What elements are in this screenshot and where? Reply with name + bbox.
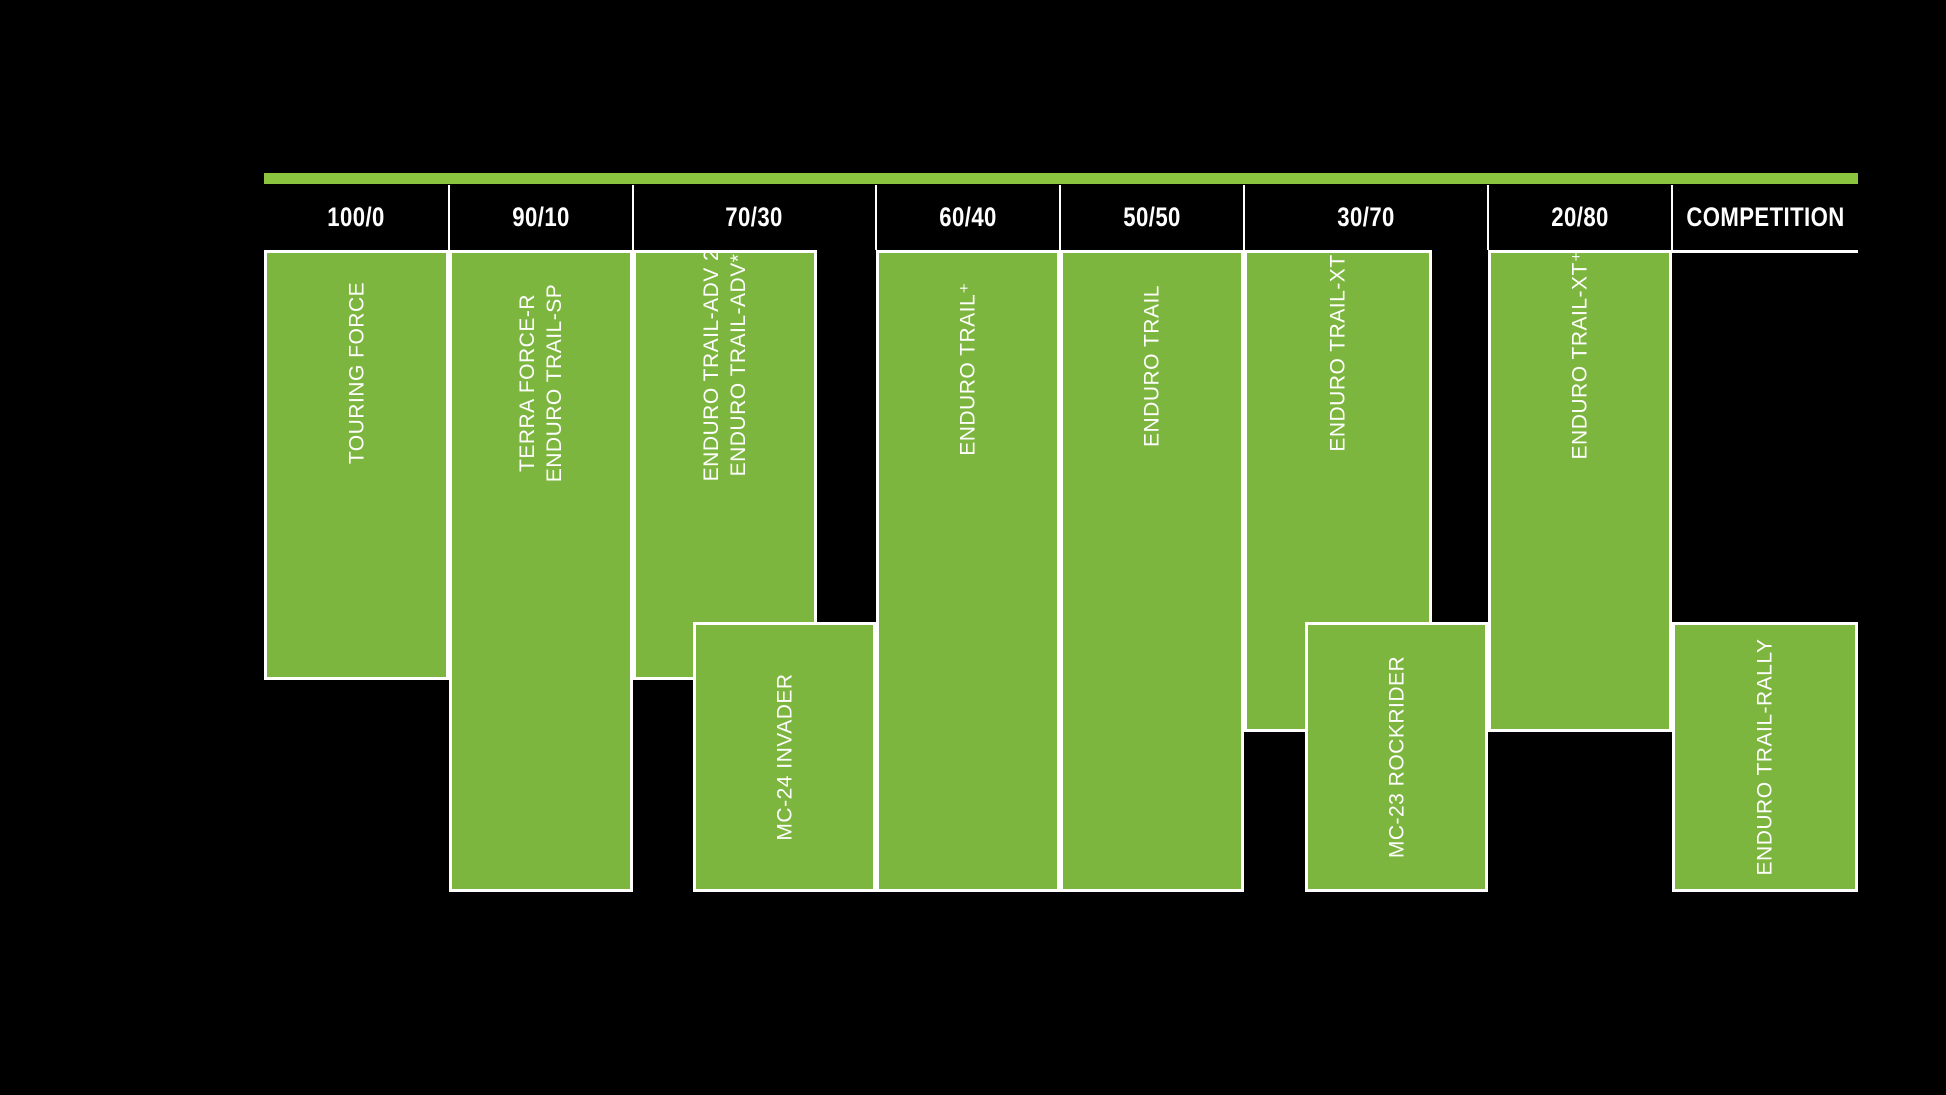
header-divider <box>875 185 877 250</box>
block-label: MC-23 ROCKRIDER <box>1385 655 1408 859</box>
block-mc-23-rockrider: MC-23 ROCKRIDER <box>1305 622 1488 892</box>
column-header-50-50: 50/50 <box>1123 201 1181 232</box>
header-divider <box>1487 185 1489 250</box>
column-header-90-10: 90/10 <box>512 201 570 232</box>
block-label: TERRA FORCE-R ENDURO TRAIL-SP <box>516 283 566 483</box>
block-enduro-trail-plus: ENDURO TRAIL⁺ <box>876 250 1060 892</box>
block-enduro-trail-adv: ENDURO TRAIL-ADV 2 ENDURO TRAIL-ADV* <box>633 248 817 624</box>
block-enduro-trail-adv-foot <box>633 624 693 680</box>
block-enduro-trail-rally: ENDURO TRAIL-RALLY <box>1672 622 1858 892</box>
column-header-20-80: 20/80 <box>1551 201 1609 232</box>
block-label: ENDURO TRAIL-XT⁺ <box>1568 250 1592 460</box>
block-label: ENDURO TRAIL <box>1140 285 1164 447</box>
header-divider <box>1059 185 1061 250</box>
block-label: ENDURO TRAIL⁺ <box>956 282 980 456</box>
block-touring-force: TOURING FORCE <box>264 250 449 680</box>
chart-top-bar <box>264 173 1858 184</box>
block-enduro-trail: ENDURO TRAIL <box>1060 250 1244 892</box>
block-enduro-trail-xt-plus: ENDURO TRAIL-XT⁺ <box>1488 250 1672 732</box>
block-label: ENDURO TRAIL-XT <box>1326 254 1350 452</box>
block-terra-force-r: TERRA FORCE-R ENDURO TRAIL-SP <box>449 250 633 892</box>
header-divider <box>632 185 634 250</box>
column-header-competition: COMPETITION <box>1685 201 1845 232</box>
competition-top-line <box>1672 250 1858 253</box>
block-label: TOURING FORCE <box>345 281 368 465</box>
header-divider <box>1671 185 1673 250</box>
block-mc-24-invader: MC-24 INVADER <box>693 622 876 892</box>
header-divider <box>1243 185 1245 250</box>
column-header-60-40: 60/40 <box>939 201 997 232</box>
block-label: ENDURO TRAIL-ADV 2 ENDURO TRAIL-ADV* <box>700 248 750 482</box>
block-label: MC-24 INVADER <box>773 673 796 841</box>
block-enduro-trail-xt: ENDURO TRAIL-XT <box>1244 250 1432 624</box>
header-divider <box>448 185 450 250</box>
column-header-70-30: 70/30 <box>725 201 784 232</box>
block-label: ENDURO TRAIL-RALLY <box>1753 638 1777 876</box>
column-header-30-70: 30/70 <box>1337 201 1395 232</box>
block-enduro-trail-xt-foot <box>1244 624 1305 732</box>
column-header-100-0: 100/0 <box>327 201 386 232</box>
